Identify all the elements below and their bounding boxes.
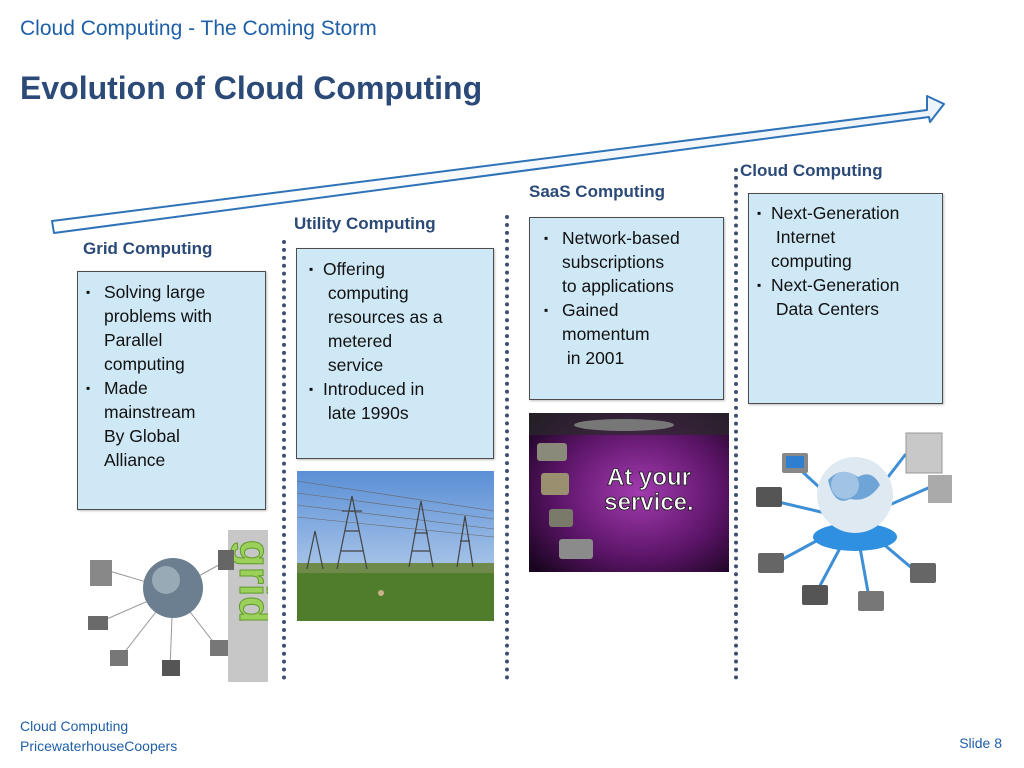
- grid-network-image: grid: [78, 530, 268, 682]
- stage-title-grid: Grid Computing: [83, 239, 213, 258]
- separator-1: [282, 240, 286, 680]
- grid-image-word: grid: [230, 540, 268, 623]
- saas-bullet-2: Gained momentum in 2001: [542, 298, 717, 370]
- grid-bullet-2: Made mainstream By Global Alliance: [84, 376, 259, 472]
- footer-line-1: Cloud Computing: [20, 718, 129, 734]
- saas-computing-box: Network-based subscriptions to applicati…: [529, 217, 724, 400]
- slide-title: Evolution of Cloud Computing: [20, 70, 483, 106]
- deck-title: Cloud Computing - The Coming Storm: [20, 17, 377, 40]
- cloud-bullet-1: Next-Generation Internet computing: [757, 201, 936, 273]
- utility-computing-box: Offering computing resources as a metere…: [296, 248, 494, 459]
- utility-bullet-2: Introduced in late 1990s: [309, 377, 483, 425]
- separator-3: [734, 168, 738, 680]
- power-lines-image: [297, 471, 494, 621]
- separator-2: [505, 215, 509, 680]
- cloud-network-image: [750, 425, 960, 622]
- saas-bullet-1: Network-based subscriptions to applicati…: [542, 226, 717, 298]
- footer-line-2: PricewaterhouseCoopers: [20, 738, 178, 754]
- grid-bullet-1: Solving large problems with Parallel com…: [84, 280, 259, 376]
- footer-left: Cloud Computing PricewaterhouseCoopers: [20, 716, 177, 756]
- cloud-bullet-2: Next-Generation Data Centers: [757, 273, 936, 321]
- stage-title-utility: Utility Computing: [294, 214, 436, 233]
- utility-bullet-1: Offering computing resources as a metere…: [309, 257, 483, 377]
- grid-computing-box: Solving large problems with Parallel com…: [77, 271, 266, 510]
- stage-title-saas: SaaS Computing: [529, 182, 666, 201]
- stage-title-cloud: Cloud Computing: [740, 161, 883, 180]
- cloud-computing-box: Next-Generation Internet computing Next-…: [748, 193, 943, 404]
- slide-number: Slide 8: [959, 735, 1002, 751]
